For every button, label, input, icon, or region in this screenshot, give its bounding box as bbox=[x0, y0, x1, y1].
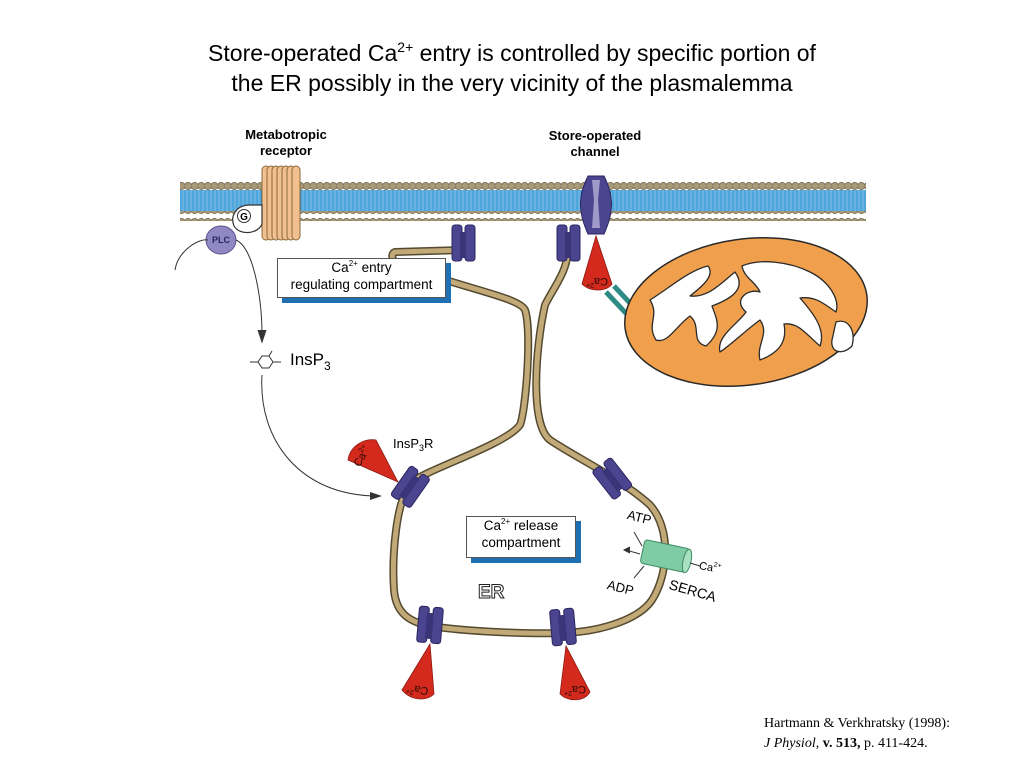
entry-box-line1: Ca2+ entry bbox=[331, 259, 392, 276]
ca-cone-bottom-left-label: Ca2+ bbox=[405, 681, 429, 698]
g-protein-label: G bbox=[240, 212, 248, 223]
insp3r-label: InsP3R bbox=[393, 436, 434, 453]
er-channel-right bbox=[592, 457, 633, 500]
insp3-label: InsP3 bbox=[290, 350, 331, 373]
ca-cone-insp3r: Ca2+ bbox=[347, 439, 399, 483]
serca-arrows bbox=[622, 531, 701, 579]
release-box-line2: compartment bbox=[481, 535, 561, 550]
entry-box-line2: regulating compartment bbox=[290, 277, 433, 292]
plasma-membrane bbox=[180, 180, 866, 221]
membrane-tails bbox=[180, 190, 866, 212]
er-channel-top-left bbox=[451, 224, 476, 262]
title-line-2: the ER possibly in the very vicinity of … bbox=[231, 70, 793, 96]
membrane-outer-heads bbox=[180, 180, 866, 190]
atp-label: ATP bbox=[626, 507, 653, 527]
er-label: ER bbox=[478, 582, 505, 603]
citation-reference: J Physiol, v. 513, p. 411-424. bbox=[764, 736, 928, 751]
serca-label: SERCA bbox=[667, 576, 718, 605]
ca-cone-bottom-left: Ca2+ bbox=[401, 642, 435, 700]
citation-authors: Hartmann & Verkhratsky (1998): bbox=[764, 716, 950, 731]
insp3-molecule-icon bbox=[250, 350, 281, 369]
citation: Hartmann & Verkhratsky (1998): J Physiol… bbox=[764, 714, 950, 754]
ca-serca-label: Ca2+ bbox=[698, 559, 722, 576]
metabotropic-receptor bbox=[261, 165, 301, 241]
ca-cone-soc: Ca2+ bbox=[581, 234, 613, 291]
membrane-inner-heads bbox=[180, 211, 866, 221]
adp-label: ADP bbox=[606, 577, 636, 598]
store-operated-channel-label: Store-operated channel bbox=[548, 128, 642, 159]
plc-enzyme: PLC bbox=[205, 225, 237, 255]
er-channel-bottom-left bbox=[416, 605, 444, 645]
ca-cone-soc-label: Ca2+ bbox=[586, 275, 608, 288]
ca-cone-bottom-right: Ca2+ bbox=[559, 644, 591, 701]
insp3-to-receptor-arrow bbox=[261, 374, 379, 497]
metabotropic-receptor-label: Metabotropic receptor bbox=[245, 127, 327, 158]
plc-to-insp3-arrow bbox=[174, 239, 267, 344]
g-protein: G bbox=[232, 204, 263, 234]
release-box-line1: Ca2+ release bbox=[483, 517, 559, 534]
release-compartment-box: Ca2+ release compartment bbox=[466, 516, 576, 558]
insp3-arrowhead bbox=[370, 492, 382, 500]
plc-label: PLC bbox=[212, 235, 231, 245]
ca-cone-bottom-right-label: Ca2+ bbox=[564, 683, 586, 696]
mitochondrion bbox=[624, 236, 868, 388]
serca-pump bbox=[640, 539, 693, 574]
store-operated-channel bbox=[580, 175, 612, 235]
entry-regulating-compartment-box: Ca2+ entry regulating compartment bbox=[277, 258, 446, 298]
er-channel-bottom-right bbox=[549, 607, 577, 647]
title-line-1: Store-operated Ca2+ entry is controlled … bbox=[208, 39, 816, 66]
mitochondrial-cristae bbox=[649, 261, 854, 361]
er-channel-top-right bbox=[556, 224, 581, 262]
slide-title: Store-operated Ca2+ entry is controlled … bbox=[0, 38, 1024, 98]
insp3-receptor-left bbox=[390, 465, 430, 508]
